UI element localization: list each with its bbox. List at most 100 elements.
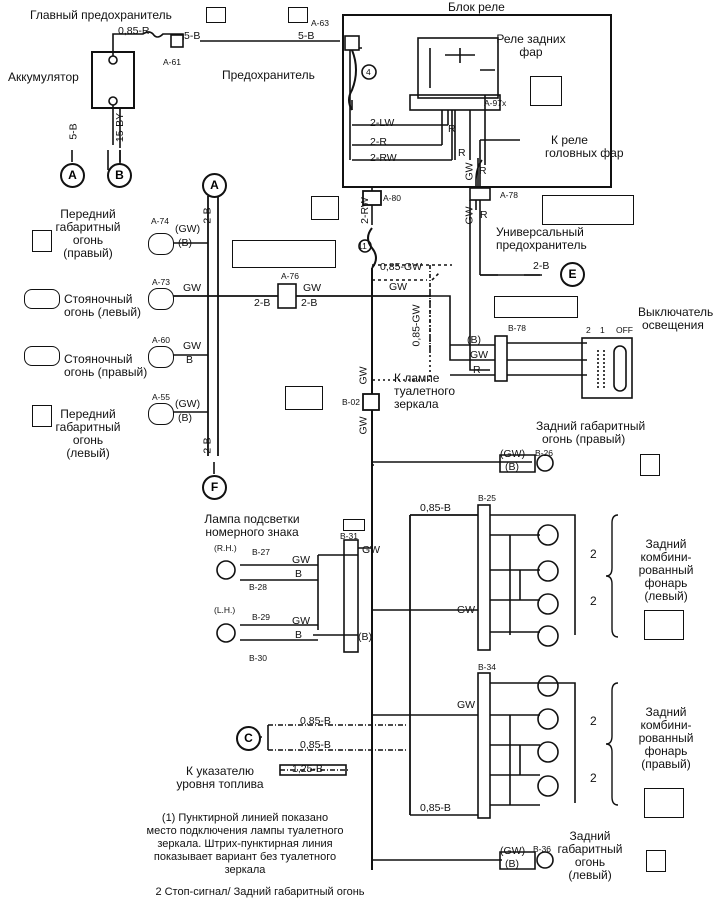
wire-r-switch: R (473, 364, 481, 376)
wire-2b-bot: 2-B (201, 437, 214, 454)
tag-e: E (560, 262, 585, 287)
code-b34: B-34 (478, 662, 496, 672)
b02-connector-icon (285, 386, 323, 410)
tag-f: F (202, 475, 227, 500)
wire-b-a74: (B) (178, 237, 192, 249)
wire-gw-a73: GW (183, 282, 202, 294)
wire-b-switch: (B) (467, 334, 481, 346)
fuse-label: Предохранитель (222, 68, 315, 82)
code-a97x: A-97x (484, 98, 507, 108)
a74-connector-icon (32, 230, 52, 252)
code-a80: A-80 (383, 193, 401, 203)
wire-085r: 0,85-R (118, 25, 150, 37)
wire-gw-a76: GW (303, 282, 322, 294)
rear-relay-connector-icon (530, 76, 562, 106)
fuse-num-11: 11 (358, 241, 367, 251)
code-b30: B-30 (249, 653, 267, 663)
a78-connector-icon (542, 195, 634, 225)
wire-b-b31: (B) (358, 631, 372, 643)
b26-connector-icon (640, 454, 660, 476)
wire-b-b26: (B) (505, 461, 519, 473)
front-position-left-lamp-icon (148, 403, 174, 425)
a73-connector-icon (24, 289, 60, 309)
code-a60: A-60 (152, 335, 170, 345)
tag-a-bottom: A (60, 163, 85, 188)
rear-relay-box (417, 37, 499, 99)
battery-box (91, 51, 135, 109)
code-a61: A-61 (163, 57, 181, 67)
a60-connector-icon (24, 346, 60, 366)
code-b28: B-28 (249, 582, 267, 592)
wire-gw-a55: (GW) (175, 398, 201, 410)
wire-b-a55: (B) (178, 412, 192, 424)
wire-2lw: 2-LW (370, 117, 395, 129)
wire-gw-a78: GW (463, 162, 476, 181)
wire-085b-b34: 0,85-B (420, 802, 451, 814)
switch-pos-off: OFF (616, 325, 633, 335)
main-fuse-label: Главный предохранитель (30, 8, 172, 22)
code-lh: (L.H.) (214, 605, 236, 615)
code-a78: A-78 (500, 190, 518, 200)
bulb-num-left-1: 2 (590, 547, 597, 561)
wire-125b: 1,25-B (292, 763, 323, 775)
switch-pos-2: 2 (586, 325, 591, 335)
footnote-2: 2 Стоп-сигнал/ Задний габаритный огонь (155, 886, 365, 898)
bulb-num-left-2: 2 (590, 594, 597, 608)
wire-2b-a76: 2-B (301, 297, 318, 309)
code-b78: B-78 (508, 323, 526, 333)
wire-085gw: 0,85-GW (380, 261, 423, 273)
wire-gw-b02b: GW (357, 416, 370, 435)
wire-gw-b34: GW (457, 699, 476, 711)
code-b02: B-02 (342, 397, 360, 407)
wire-r-a78b: R (480, 209, 488, 221)
wire-b-a60: B (186, 354, 194, 366)
wire-gw-b25: GW (457, 604, 476, 616)
wire-2b-e: 2-B (533, 260, 550, 272)
b25-connector-icon (644, 610, 684, 640)
tag-c: C (236, 726, 261, 751)
fuse-connector-icon (288, 7, 308, 23)
wire-gw-a78b: GW (463, 206, 476, 225)
parking-right-lamp-icon (148, 346, 174, 368)
a80-connector-icon (311, 196, 339, 220)
wire-2b-top: 2-B (201, 207, 214, 224)
wire-085b-c1: 0,85-B (300, 715, 331, 727)
wire-2r: 2-R (370, 136, 387, 148)
code-b36: B-36 (533, 844, 551, 854)
code-b27: B-27 (252, 547, 270, 557)
b31-connector-icon (343, 519, 365, 531)
code-b26: B-26 (535, 448, 553, 458)
relay-box-label: Блок реле (448, 0, 505, 14)
main-fuse-connector-icon (206, 7, 226, 23)
relay-box-outline (342, 14, 612, 188)
wire-gw-b29: GW (292, 615, 311, 627)
wire-b-b29: B (295, 629, 303, 641)
wire-gw-a74: (GW) (175, 223, 201, 235)
wire-085b-c2: 0,85-B (300, 739, 331, 751)
bulb-num-right-2: 2 (590, 771, 597, 785)
front-position-right-lamp-icon (148, 233, 174, 255)
wire-b-b27: B (295, 568, 303, 580)
wire-gw-switch: GW (470, 349, 489, 361)
bulb-num-right-1: 2 (590, 714, 597, 728)
battery-label: Аккумулятор (8, 70, 79, 84)
code-a73: A-73 (152, 277, 170, 287)
b34-connector-icon (644, 788, 684, 818)
parking-left-lamp-icon (148, 288, 174, 310)
code-rh: (R.H.) (214, 543, 237, 553)
wire-r1: R (448, 123, 456, 135)
wire-b-b36: (B) (505, 858, 519, 870)
wire-gw-b02: GW (357, 366, 370, 385)
wire-gw-b26: (GW) (500, 448, 526, 460)
